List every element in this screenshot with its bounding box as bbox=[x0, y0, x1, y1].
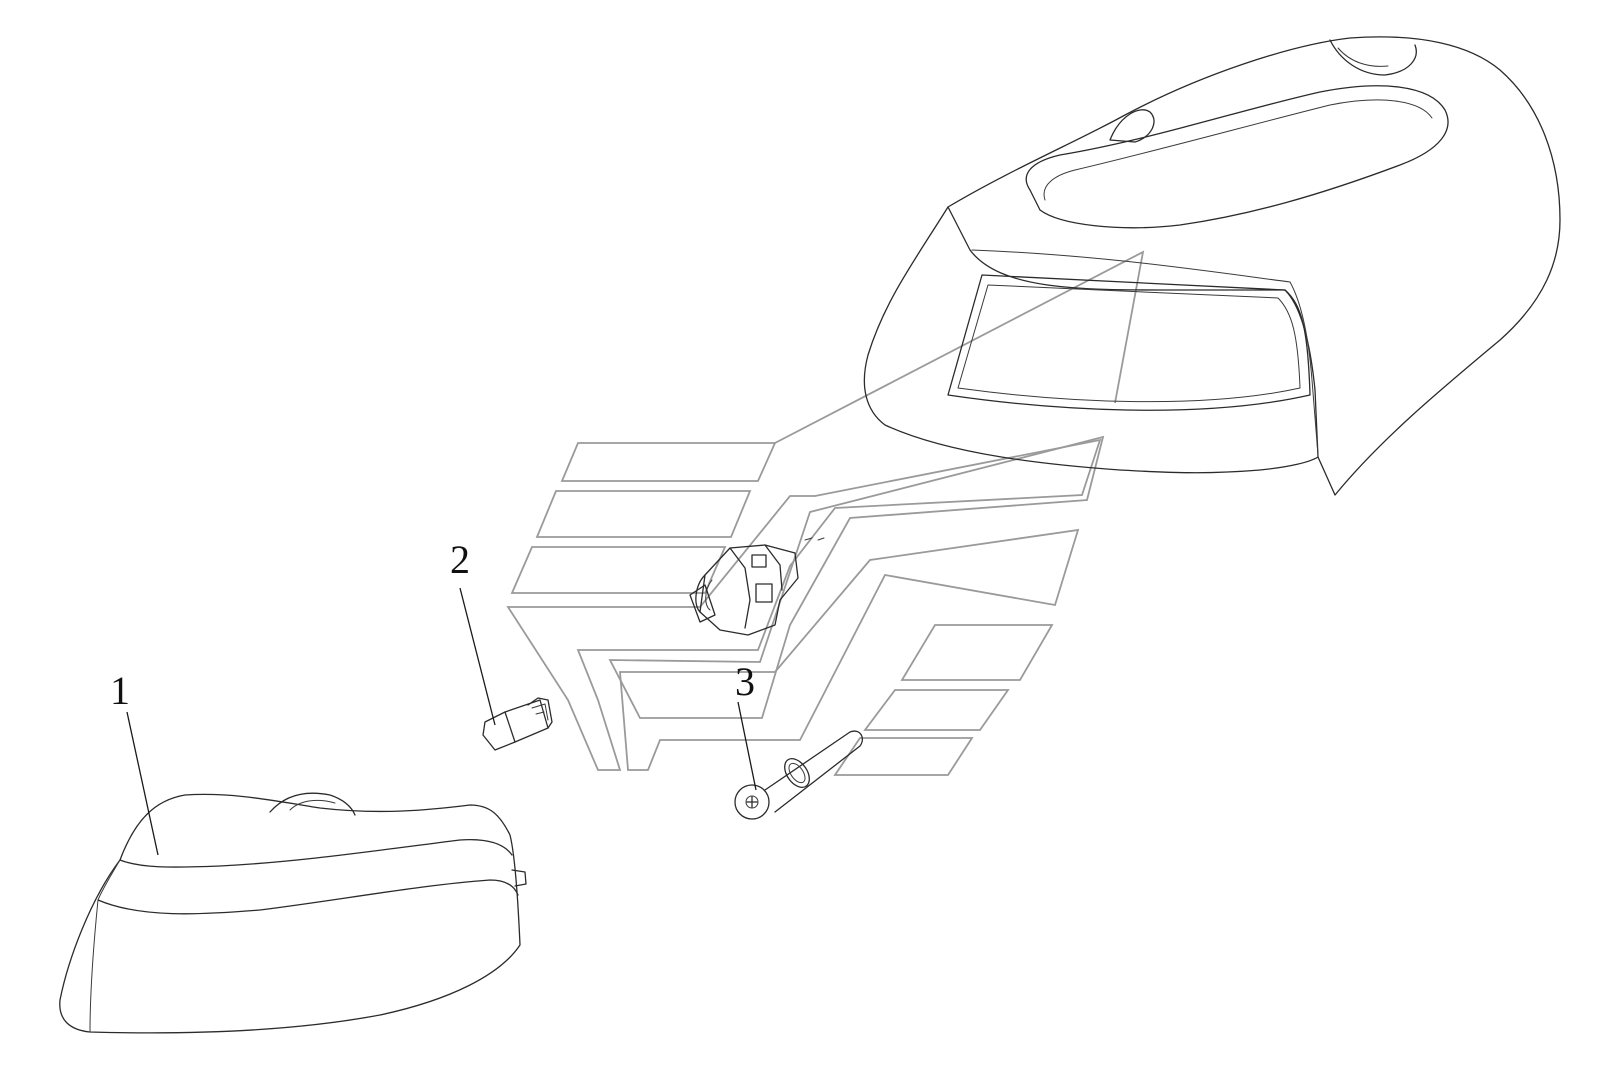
leader-line-3 bbox=[737, 701, 757, 791]
leader-line-2 bbox=[459, 587, 496, 726]
rear-housing bbox=[863, 36, 1561, 496]
callout-1: 1 bbox=[110, 668, 130, 713]
watermark-bar bbox=[863, 689, 1010, 731]
bulb-socket bbox=[689, 537, 825, 636]
bulb bbox=[482, 697, 553, 751]
leader-line-1 bbox=[126, 711, 159, 856]
watermark-logo bbox=[506, 250, 1145, 776]
watermark-band-inner bbox=[619, 528, 1080, 771]
watermark-chevron bbox=[506, 438, 1102, 771]
watermark-bar bbox=[900, 624, 1054, 681]
watermark-bar bbox=[833, 737, 974, 776]
callout-2: 2 bbox=[450, 537, 470, 582]
watermark-bar bbox=[560, 442, 777, 482]
watermark-bar bbox=[535, 490, 752, 538]
watermark-band bbox=[608, 435, 1105, 719]
screw bbox=[734, 730, 864, 820]
callout-3: 3 bbox=[735, 659, 755, 704]
lamp-lens bbox=[59, 792, 527, 1034]
watermark-stripe bbox=[774, 250, 1145, 444]
watermark-bar bbox=[510, 546, 727, 594]
